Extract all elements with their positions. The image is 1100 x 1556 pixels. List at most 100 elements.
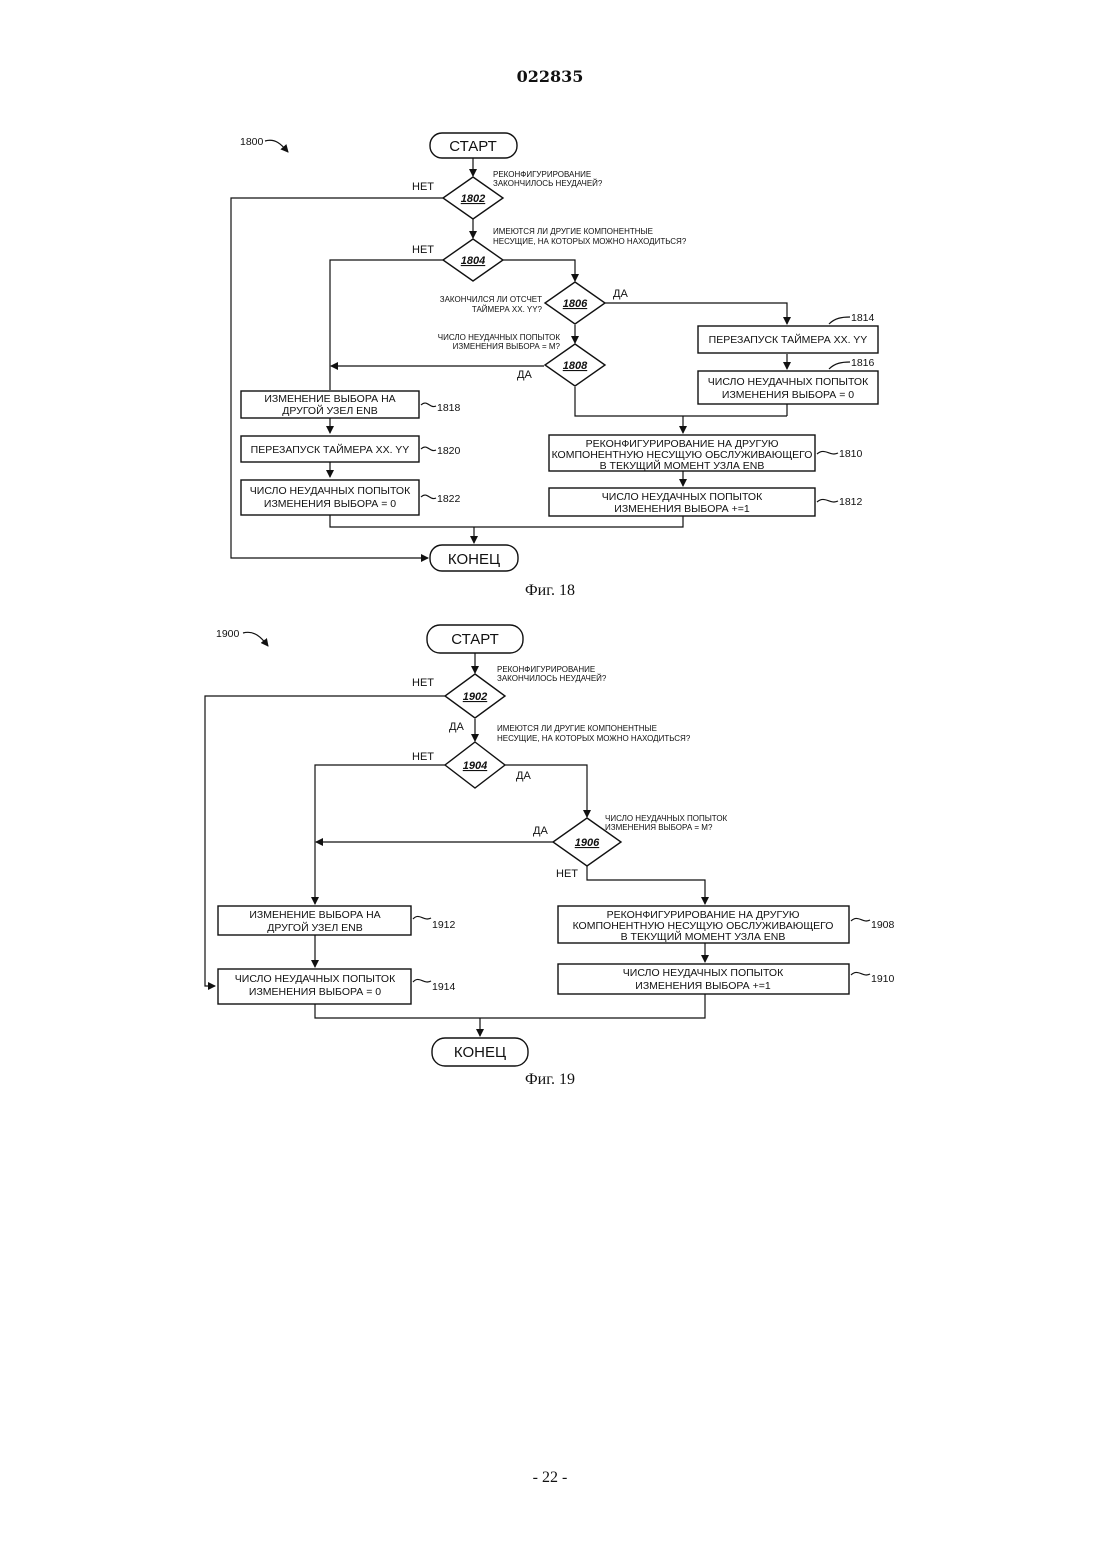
fig18-start-label: СТАРТ <box>449 138 497 155</box>
box-text-line: ПЕРЕЗАПУСК ТАЙМЕРА XX. YY <box>251 443 410 456</box>
decision-id: 1902 <box>463 691 487 703</box>
ref-leader <box>817 451 838 454</box>
box-text-line: ИЗМЕНЕНИЯ ВЫБОРА +=1 <box>614 503 750 515</box>
yes-label: ДА <box>517 369 532 381</box>
yes-label: ДА <box>533 825 548 837</box>
fig18-process-1810: РЕКОНФИГУРИРОВАНИЕ НА ДРУГУЮ КОМПОНЕНТНУ… <box>549 435 863 472</box>
fig19-decision-1904: 1904 ИМЕЮТСЯ ЛИ ДРУГИЕ КОМПОНЕНТНЫЕ НЕСУ… <box>412 724 691 788</box>
box-text-line: В ТЕКУЩИЙ МОМЕНТ УЗЛА ENB <box>621 930 786 943</box>
yes-label: ДА <box>449 721 464 733</box>
ref-leader <box>851 972 870 975</box>
fig19-decision-1906: 1906 ЧИСЛО НЕУДАЧНЫХ ПОПЫТОК ИЗМЕНЕНИЯ В… <box>533 814 728 880</box>
fig18-process-1818: ИЗМЕНЕНИЕ ВЫБОРА НА ДРУГОЙ УЗЕЛ ENB 1818 <box>241 391 461 418</box>
box-text-line: ДРУГОЙ УЗЕЛ ENB <box>267 921 362 934</box>
box-ref: 1910 <box>871 973 895 985</box>
box-text-line: ИЗМЕНЕНИЯ ВЫБОРА = 0 <box>722 389 854 401</box>
box-ref: 1822 <box>437 493 461 505</box>
fig19-start-label: СТАРТ <box>451 631 499 648</box>
decision-question-line: ИМЕЮТСЯ ЛИ ДРУГИЕ КОМПОНЕНТНЫЕ <box>497 724 657 733</box>
decision-question-line: РЕКОНФИГУРИРОВАНИЕ <box>493 170 591 179</box>
box-ref: 1812 <box>839 496 863 508</box>
fig18-end-label: КОНЕЦ <box>448 551 500 568</box>
decision-id: 1802 <box>461 193 485 205</box>
fig18-process-1822: ЧИСЛО НЕУДАЧНЫХ ПОПЫТОК ИЗМЕНЕНИЯ ВЫБОРА… <box>241 480 461 515</box>
decision-question-line: ЗАКОНЧИЛОСЬ НЕУДАЧЕЙ? <box>497 674 607 683</box>
fig18-decision-1804: 1804 ИМЕЮТСЯ ЛИ ДРУГИЕ КОМПОНЕНТНЫЕ НЕСУ… <box>412 227 687 281</box>
decision-id: 1806 <box>563 298 588 310</box>
fig19-decision-1902: 1902 РЕКОНФИГУРИРОВАНИЕ ЗАКОНЧИЛОСЬ НЕУД… <box>412 665 607 733</box>
ref-leader <box>421 447 436 451</box>
ref-leader <box>829 362 850 369</box>
fig19-process-1912: ИЗМЕНЕНИЕ ВЫБОРА НА ДРУГОЙ УЗЕЛ ENB 1912 <box>218 906 456 935</box>
decision-question-line: НЕСУЩИЕ, НА КОТОРЫХ МОЖНО НАХОДИТЬСЯ? <box>497 734 691 743</box>
box-ref: 1810 <box>839 448 863 460</box>
box-ref: 1818 <box>437 402 461 414</box>
decision-question-line: РЕКОНФИГУРИРОВАНИЕ <box>497 665 595 674</box>
no-label: НЕТ <box>412 751 434 763</box>
decision-question-line: ЗАКОНЧИЛОСЬ НЕУДАЧЕЙ? <box>493 179 603 188</box>
fig18-process-1814: ПЕРЕЗАПУСК ТАЙМЕРА XX. YY 1814 <box>698 312 878 353</box>
fig18-reference-pointer <box>265 140 288 152</box>
decision-question-line: НЕСУЩИЕ, НА КОТОРЫХ МОЖНО НАХОДИТЬСЯ? <box>493 237 687 246</box>
fig18-process-1816: ЧИСЛО НЕУДАЧНЫХ ПОПЫТОК ИЗМЕНЕНИЯ ВЫБОРА… <box>698 357 878 404</box>
box-text-line: ДРУГОЙ УЗЕЛ ENB <box>282 404 377 417</box>
fig19-process-1914: ЧИСЛО НЕУДАЧНЫХ ПОПЫТОК ИЗМЕНЕНИЯ ВЫБОРА… <box>218 969 456 1004</box>
yes-label: ДА <box>613 288 628 300</box>
fig18-decision-1808: 1808 ЧИСЛО НЕУДАЧНЫХ ПОПЫТОК ИЗМЕНЕНИЯ В… <box>438 333 605 386</box>
decision-id: 1904 <box>463 760 487 772</box>
fig19-start-terminator: СТАРТ <box>427 625 523 653</box>
fig18-reference-label: 1800 <box>240 136 264 148</box>
decision-id: 1808 <box>563 360 588 372</box>
decision-question-line: ЧИСЛО НЕУДАЧНЫХ ПОПЫТОК <box>605 814 728 823</box>
fig19-process-1910: ЧИСЛО НЕУДАЧНЫХ ПОПЫТОК ИЗМЕНЕНИЯ ВЫБОРА… <box>558 964 895 994</box>
fig18-caption: Фиг. 18 <box>525 582 575 599</box>
fig18-process-1812: ЧИСЛО НЕУДАЧНЫХ ПОПЫТОК ИЗМЕНЕНИЯ ВЫБОРА… <box>549 488 863 516</box>
decision-question-line: ЧИСЛО НЕУДАЧНЫХ ПОПЫТОК <box>438 333 561 342</box>
fig18-process-1820: ПЕРЕЗАПУСК ТАЙМЕРА XX. YY 1820 <box>241 436 461 462</box>
box-text-line: ЧИСЛО НЕУДАЧНЫХ ПОПЫТОК <box>602 491 763 503</box>
fig19-end-label: КОНЕЦ <box>454 1044 506 1061</box>
decision-question-line: ТАЙМЕРА XX. YY? <box>472 305 543 314</box>
figure-18: 1800 СТАРТ <box>231 133 878 599</box>
fig19-caption: Фиг. 19 <box>525 1071 575 1088</box>
fig18-end-terminator: КОНЕЦ <box>430 545 518 571</box>
no-label: НЕТ <box>412 244 434 256</box>
fig18-decision-1806: 1806 ЗАКОНЧИЛСЯ ЛИ ОТСЧЕТ ТАЙМЕРА XX. YY… <box>440 282 629 324</box>
box-ref: 1816 <box>851 357 875 369</box>
decision-id: 1804 <box>461 255 485 267</box>
decision-question-line: ЗАКОНЧИЛСЯ ЛИ ОТСЧЕТ <box>440 295 542 304</box>
box-text-line: В ТЕКУЩИЙ МОМЕНТ УЗЛА ENB <box>600 459 765 472</box>
decision-question-line: ИЗМЕНЕНИЯ ВЫБОРА = M? <box>605 823 713 832</box>
box-ref: 1914 <box>432 981 456 993</box>
ref-leader <box>829 317 850 324</box>
ref-leader <box>817 499 838 502</box>
decision-question-line: ИМЕЮТСЯ ЛИ ДРУГИЕ КОМПОНЕНТНЫЕ <box>493 227 653 236</box>
box-text-line: ИЗМЕНЕНИЯ ВЫБОРА +=1 <box>635 980 771 992</box>
no-label: НЕТ <box>412 181 434 193</box>
no-label: НЕТ <box>412 677 434 689</box>
no-label: НЕТ <box>556 868 578 880</box>
fig18-decision-1802: 1802 РЕКОНФИГУРИРОВАНИЕ ЗАКОНЧИЛОСЬ НЕУД… <box>412 170 603 219</box>
fig19-reference-pointer <box>243 632 268 646</box>
box-text-line: ЧИСЛО НЕУДАЧНЫХ ПОПЫТОК <box>708 376 869 388</box>
box-text-line: ИЗМЕНЕНИЕ ВЫБОРА НА <box>249 909 380 921</box>
fig19-reference-label: 1900 <box>216 628 240 640</box>
box-ref: 1820 <box>437 445 461 457</box>
box-ref: 1908 <box>871 919 895 931</box>
yes-label: ДА <box>516 770 531 782</box>
box-ref: 1814 <box>851 312 875 324</box>
box-ref: 1912 <box>432 919 456 931</box>
figure-19: 1900 СТАРТ КОНЕЦ 1902 РЕКОНФИГ <box>205 625 895 1088</box>
box-text-line: ЧИСЛО НЕУДАЧНЫХ ПОПЫТОК <box>623 967 784 979</box>
box-text-line: ИЗМЕНЕНИЯ ВЫБОРА = 0 <box>249 986 381 998</box>
ref-leader <box>413 916 431 919</box>
box-text-line: ЧИСЛО НЕУДАЧНЫХ ПОПЫТОК <box>250 485 411 497</box>
box-text-line: ИЗМЕНЕНИЯ ВЫБОРА = 0 <box>264 498 396 510</box>
fig18-start-terminator: СТАРТ <box>430 133 517 158</box>
box-text-line: ПЕРЕЗАПУСК ТАЙМЕРА XX. YY <box>709 333 868 346</box>
ref-leader <box>413 979 431 982</box>
ref-leader <box>421 495 436 499</box>
fig19-process-1908: РЕКОНФИГУРИРОВАНИЕ НА ДРУГУЮ КОМПОНЕНТНУ… <box>558 906 895 943</box>
page-number: - 22 - <box>533 1469 568 1486</box>
